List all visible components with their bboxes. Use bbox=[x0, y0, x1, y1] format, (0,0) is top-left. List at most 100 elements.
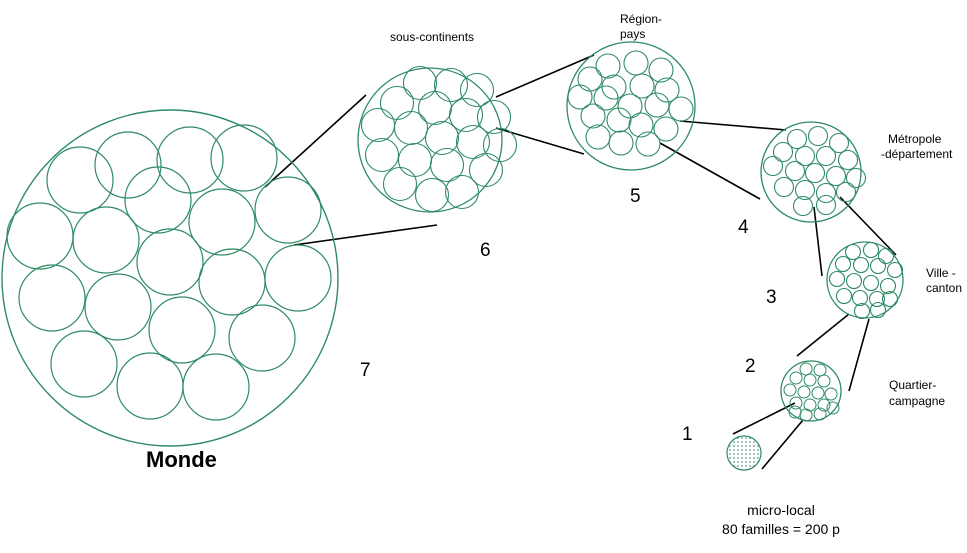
world-inner-circle bbox=[254, 176, 322, 244]
quartier-outer-circle bbox=[780, 360, 842, 422]
connector-line bbox=[264, 94, 367, 188]
label-region-line2: pays bbox=[620, 27, 646, 41]
world-inner-circle bbox=[72, 206, 140, 274]
connector-line bbox=[761, 419, 804, 470]
ville-inner-circle bbox=[845, 272, 863, 290]
metropole-inner-circle bbox=[815, 194, 837, 216]
region-outer-circle bbox=[566, 41, 696, 171]
connector-line bbox=[848, 318, 870, 392]
sous-continents-inner-circle bbox=[433, 67, 469, 103]
region-pays-circle bbox=[566, 41, 696, 171]
world-inner-circle bbox=[182, 353, 250, 421]
world-inner-circle bbox=[148, 296, 216, 364]
ville-inner-circle bbox=[851, 289, 869, 307]
quartier-inner-circle bbox=[789, 396, 803, 410]
world-inner-circle bbox=[116, 352, 184, 420]
region-inner-circle bbox=[606, 107, 632, 133]
ville-inner-circle bbox=[844, 243, 862, 261]
region-inner-circle bbox=[608, 130, 634, 156]
micro-local-circle bbox=[726, 435, 762, 471]
connector-lines bbox=[264, 54, 897, 470]
region-inner-circle bbox=[623, 50, 649, 76]
metropole-inner-circle bbox=[773, 176, 795, 198]
region-inner-circle bbox=[580, 103, 606, 129]
quartier-inner-circle bbox=[797, 385, 811, 399]
connector-line bbox=[839, 196, 897, 256]
level-4: 4 bbox=[738, 217, 749, 238]
label-micro-line1: micro-local bbox=[747, 502, 815, 518]
quartier-inner-circle bbox=[799, 408, 813, 422]
ville-inner-circle bbox=[879, 277, 897, 295]
label-sous-continents: sous-continents bbox=[390, 30, 475, 44]
metropole-inner-circle bbox=[804, 162, 826, 184]
metropole-inner-circle bbox=[772, 141, 794, 163]
connector-line bbox=[732, 402, 796, 435]
sous-continents-inner-circle bbox=[360, 107, 396, 143]
sous-continents-inner-circle bbox=[417, 90, 453, 126]
connector-line bbox=[293, 224, 438, 246]
label-metropole-line2: -département bbox=[881, 147, 953, 161]
label-monde: Monde bbox=[146, 447, 217, 472]
region-inner-circle bbox=[635, 131, 661, 157]
ville-inner-circle bbox=[881, 290, 899, 308]
metropole-inner-circle bbox=[794, 179, 816, 201]
region-inner-circle bbox=[629, 73, 655, 99]
world-inner-circle bbox=[198, 248, 266, 316]
world-inner-circle bbox=[94, 131, 162, 199]
ville-inner-circle bbox=[886, 261, 904, 279]
world-inner-circle bbox=[46, 146, 114, 214]
quartier-inner-circle bbox=[788, 405, 802, 419]
quartier-inner-circle bbox=[803, 373, 817, 387]
region-inner-circle bbox=[644, 92, 670, 118]
connector-line bbox=[796, 313, 850, 357]
level-5: 5 bbox=[630, 186, 641, 207]
region-inner-circle bbox=[577, 66, 603, 92]
metropole-inner-circle bbox=[794, 145, 816, 167]
connector-line bbox=[813, 206, 823, 277]
region-inner-circle bbox=[628, 112, 654, 138]
quartier-inner-circle bbox=[817, 398, 831, 412]
connector-line bbox=[659, 142, 761, 200]
micro-local-dot-circle bbox=[726, 435, 762, 471]
world-circle bbox=[1, 109, 339, 447]
ville-inner-circle bbox=[869, 257, 887, 275]
region-inner-circle bbox=[653, 116, 679, 142]
metropole-inner-circle bbox=[845, 167, 867, 189]
sous-continents-inner-circle bbox=[402, 65, 438, 101]
sous-continents-inner-circle bbox=[444, 174, 480, 210]
sous-continents-inner-circle bbox=[424, 120, 460, 156]
world-inner-circle bbox=[156, 126, 224, 194]
sous-continents-inner-circle bbox=[364, 137, 400, 173]
label-ville-line2: canton bbox=[926, 281, 963, 295]
sous-continents-inner-circle bbox=[397, 142, 433, 178]
sous-continents-inner-circle bbox=[382, 166, 418, 202]
label-quartier-line1: Quartier- bbox=[889, 378, 937, 392]
sous-continents-inner-circle bbox=[455, 124, 491, 160]
quartier-inner-circle bbox=[799, 362, 813, 376]
world-inner-circle bbox=[264, 244, 332, 312]
metropole-inner-circle bbox=[828, 132, 850, 154]
metropole-inner-circle bbox=[815, 145, 837, 167]
region-inner-circle bbox=[595, 53, 621, 79]
quartier-inner-circle bbox=[813, 363, 827, 377]
ville-inner-circle bbox=[869, 301, 887, 319]
ville-inner-circle bbox=[828, 270, 846, 288]
sous-continents-inner-circle bbox=[448, 97, 484, 133]
quartier-inner-circle bbox=[811, 386, 825, 400]
metropole-inner-circle bbox=[815, 182, 837, 204]
world-inner-circle bbox=[124, 166, 192, 234]
metropole-inner-circle bbox=[792, 195, 814, 217]
ville-inner-circle bbox=[862, 274, 880, 292]
quartier-inner-circle bbox=[817, 374, 831, 388]
connector-line bbox=[679, 120, 787, 131]
sous-continents-inner-circle bbox=[468, 152, 504, 188]
world-inner-circle bbox=[228, 304, 296, 372]
label-metropole-line1: Métropole bbox=[888, 132, 942, 146]
sous-continents-inner-circle bbox=[379, 85, 415, 121]
level-3: 3 bbox=[766, 287, 777, 308]
label-region-line1: Région- bbox=[620, 12, 663, 26]
region-inner-circle bbox=[567, 84, 593, 110]
metropole-inner-circle bbox=[825, 165, 847, 187]
level-6: 6 bbox=[480, 240, 491, 261]
metropole-inner-circle bbox=[762, 155, 784, 177]
